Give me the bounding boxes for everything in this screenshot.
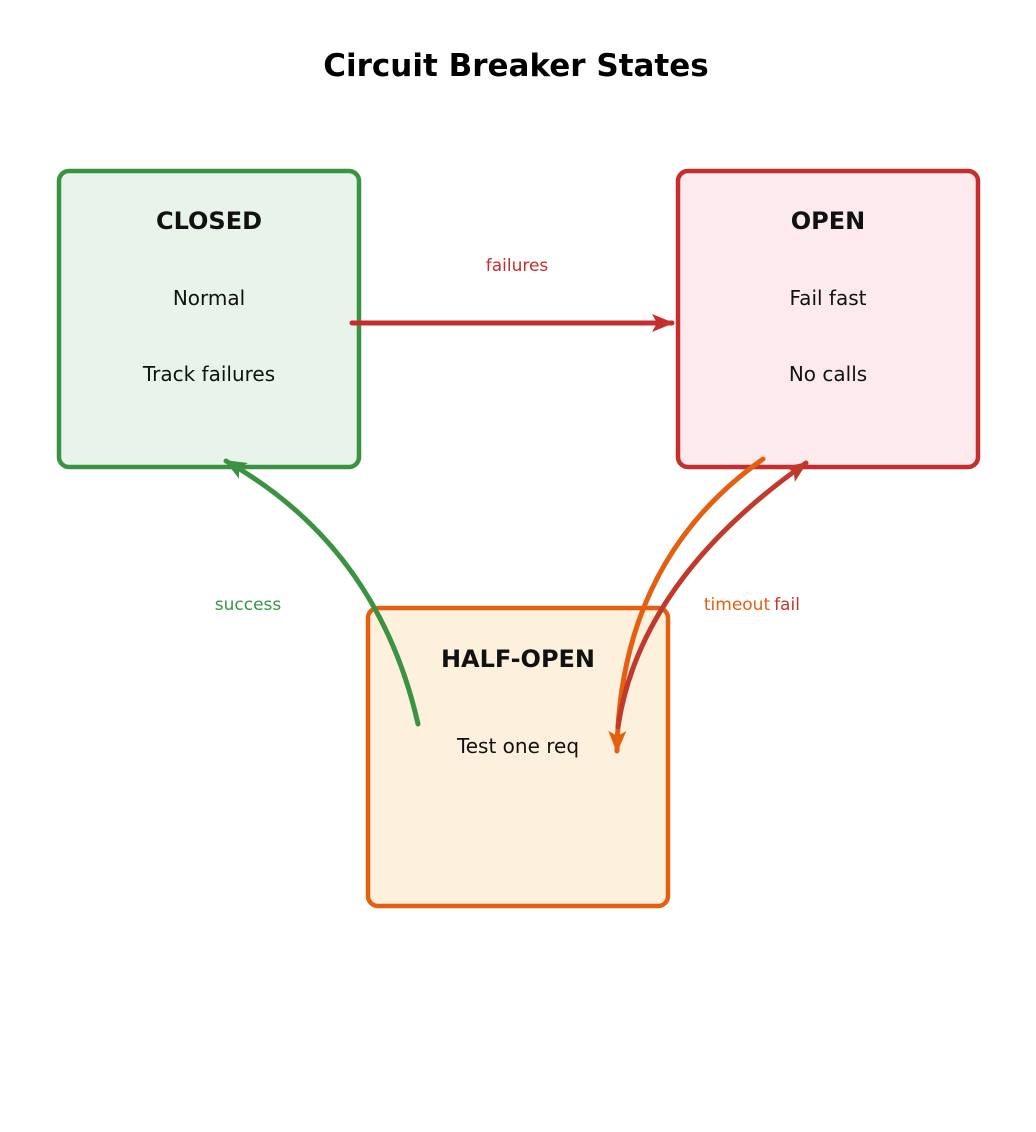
state-half-open: HALF-OPEN Test one req [365, 605, 671, 909]
state-open: OPEN Fail fast No calls [675, 168, 981, 470]
transition-success-label: success [215, 595, 282, 615]
state-half-open-line1: Test one req [456, 734, 579, 758]
state-closed: CLOSED Normal Track failures [56, 168, 362, 470]
transition-failures-label: failures [486, 256, 549, 276]
state-closed-title: CLOSED [156, 207, 262, 235]
page-title: Circuit Breaker States [323, 48, 708, 84]
transition-timeout-label: timeout [704, 595, 771, 615]
state-closed-line1: Normal [173, 286, 245, 310]
state-closed-box [56, 168, 362, 470]
state-open-box [675, 168, 981, 470]
transition-success-arrow [223, 458, 421, 727]
state-half-open-title: HALF-OPEN [441, 645, 595, 673]
state-open-line1: Fail fast [790, 286, 867, 310]
state-open-title: OPEN [791, 207, 865, 235]
state-open-line2: No calls [789, 362, 867, 386]
state-half-open-box [365, 605, 671, 909]
transition-fail-arrow [615, 460, 809, 730]
state-closed-line2: Track failures [142, 362, 275, 386]
transition-fail-label: fail [774, 595, 800, 615]
